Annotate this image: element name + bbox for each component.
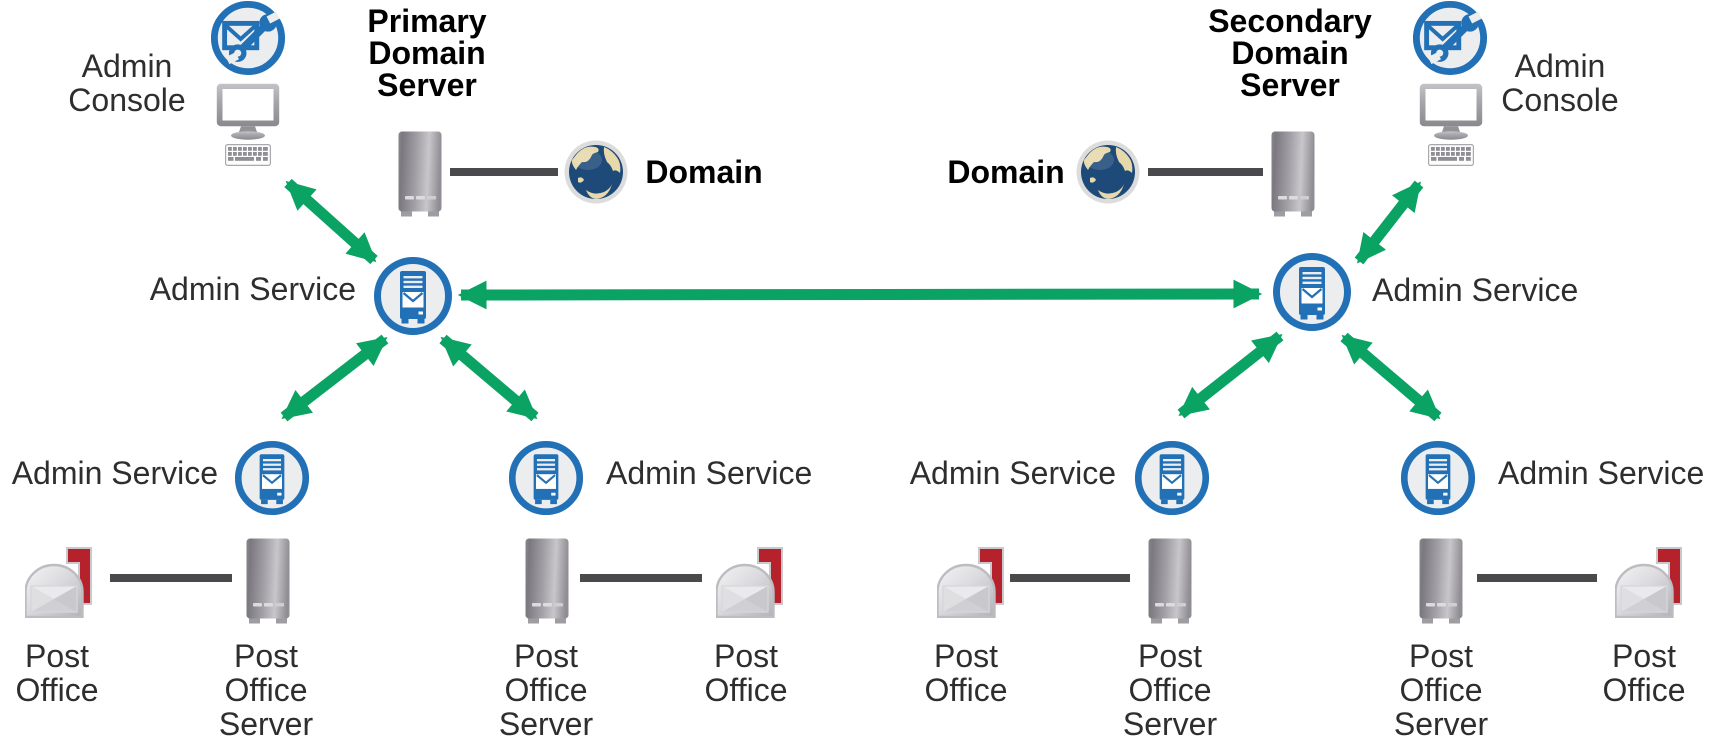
admin-service-label-po3: Admin Service (909, 455, 1116, 491)
mailbox-icon-po2 (716, 546, 783, 618)
mailbox-icon-po1 (25, 546, 92, 618)
admin-service-icon-po3 (1134, 440, 1210, 516)
domain-label-left: Domain (645, 154, 763, 190)
admin-service-icon-po2 (508, 440, 584, 516)
admin-service-label-po1: Admin Service (11, 455, 218, 491)
globe-icon-right (1076, 140, 1140, 204)
post-office-label-4: Post Office (1602, 638, 1686, 708)
admin-service-label-po4: Admin Service (1498, 455, 1705, 491)
primary-domain-server-icon (398, 131, 442, 218)
arrow-adminservice-left-po1 (280, 334, 389, 422)
admin-service-icon-po1 (234, 440, 310, 516)
post-office-label-1: Post Office (15, 638, 99, 708)
post-office-server-icon-4 (1419, 538, 1463, 625)
admin-service-label-secondary: Admin Service (1372, 272, 1579, 308)
admin-service-label-primary: Admin Service (149, 271, 356, 307)
monitor-icon-right (1419, 83, 1483, 141)
globe-icon-left (564, 140, 628, 204)
admin-console-label-left: Admin Console (68, 48, 186, 118)
arrow-adminservice-right-po3 (1177, 331, 1284, 419)
primary-domain-server-title: Primary Domain Server (367, 3, 487, 103)
arrow-adminservice-right-po4 (1340, 332, 1442, 422)
post-office-server-label-1: Post Office Server (218, 638, 314, 742)
admin-console-badge-icon (210, 0, 286, 76)
secondary-domain-server-icon (1271, 131, 1315, 218)
admin-console-badge-icon-right (1412, 0, 1488, 76)
post-office-server-icon-2 (525, 538, 569, 625)
secondary-domain-server-title: Secondary Domain Server (1208, 3, 1372, 103)
keyboard-icon (225, 144, 271, 166)
domain-label-right: Domain (947, 154, 1065, 190)
post-office-server-icon-1 (246, 538, 290, 625)
arrow-adminservice-left-po2 (439, 334, 539, 422)
arrow-console-adminservice-right (1354, 180, 1424, 265)
admin-console-label-right: Admin Console (1501, 48, 1619, 118)
admin-service-icon-secondary (1272, 252, 1352, 332)
keyboard-icon-right (1428, 144, 1474, 166)
admin-service-label-po2: Admin Service (606, 455, 813, 491)
post-office-label-2: Post Office (704, 638, 788, 708)
admin-service-icon-po4 (1400, 440, 1476, 516)
post-office-server-label-4: Post Office Server (1393, 638, 1489, 742)
monitor-icon (216, 83, 280, 141)
mailbox-icon-po4 (1615, 546, 1682, 618)
post-office-server-label-3: Post Office Server (1122, 638, 1218, 742)
arrow-console-adminservice-left (284, 178, 378, 265)
arrow-adminservice-primary-secondary (457, 279, 1263, 310)
post-office-server-icon-3 (1148, 538, 1192, 625)
mailbox-icon-po3 (937, 546, 1004, 618)
post-office-server-label-2: Post Office Server (498, 638, 594, 742)
admin-service-icon-primary (373, 256, 453, 336)
post-office-label-3: Post Office (924, 638, 1008, 708)
